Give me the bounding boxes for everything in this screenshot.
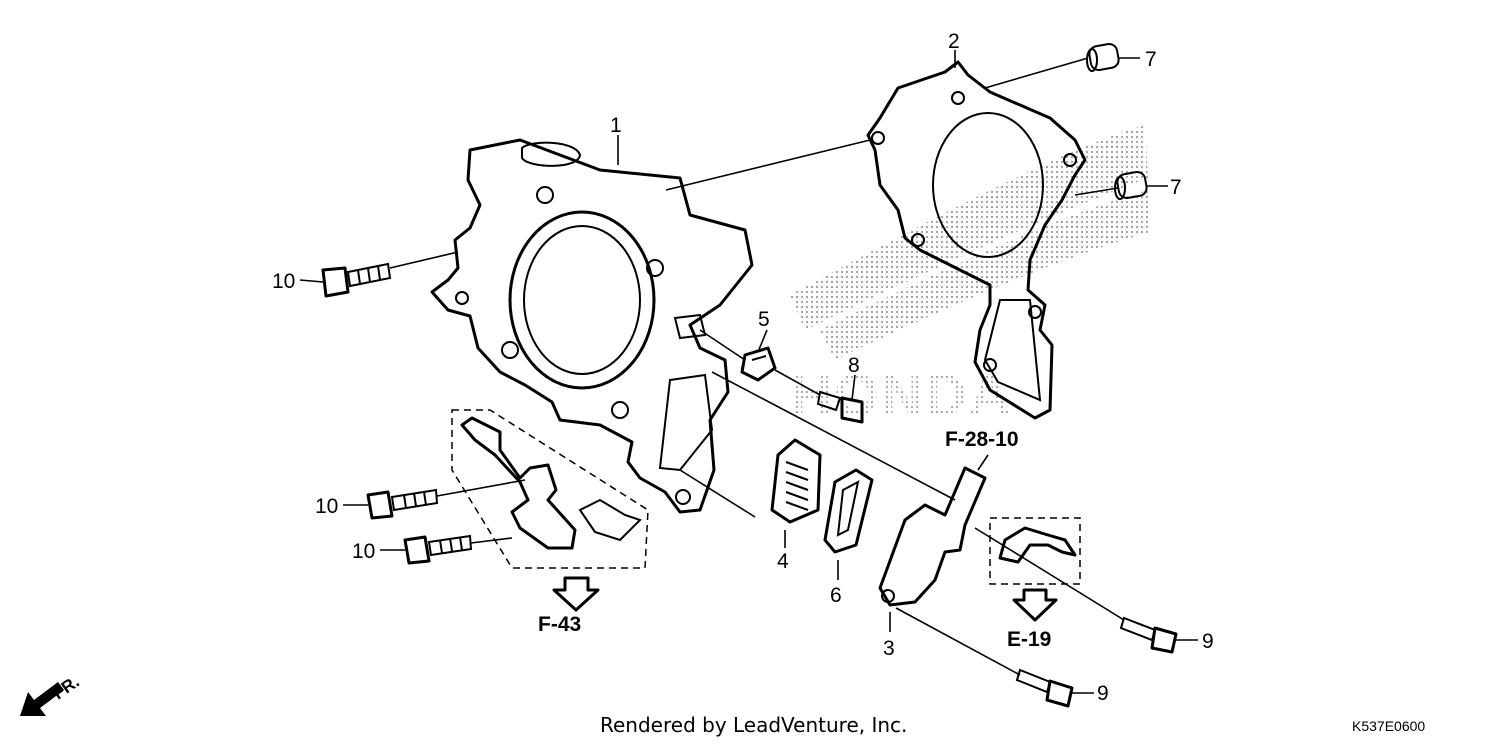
clip-part-5[interactable] bbox=[740, 346, 777, 382]
callout-7-upper[interactable]: 7 bbox=[1145, 48, 1157, 71]
arrow-down-e19 bbox=[1012, 588, 1058, 622]
bolt-part-8[interactable] bbox=[816, 390, 864, 424]
diagram-code: K537E0600 bbox=[1352, 718, 1425, 734]
bolt-10-upper[interactable] bbox=[321, 262, 392, 298]
callout-10-middle[interactable]: 10 bbox=[315, 495, 338, 518]
callout-5[interactable]: 5 bbox=[758, 308, 770, 331]
callout-7-lower[interactable]: 7 bbox=[1170, 176, 1182, 199]
reference-f28-10[interactable]: F-28-10 bbox=[945, 428, 1019, 451]
reed-valve-part-4[interactable] bbox=[770, 438, 822, 524]
callout-9-lower[interactable]: 9 bbox=[1097, 682, 1109, 705]
bolt-9-lower[interactable] bbox=[1015, 668, 1074, 708]
front-direction-indicator: FR. bbox=[20, 672, 83, 716]
callout-4[interactable]: 4 bbox=[777, 550, 789, 573]
callout-9-upper[interactable]: 9 bbox=[1202, 630, 1214, 653]
callout-10-lower[interactable]: 10 bbox=[352, 540, 375, 563]
callout-6[interactable]: 6 bbox=[830, 584, 842, 607]
dowel-pin-upper[interactable] bbox=[1086, 43, 1120, 72]
front-label: FR. bbox=[49, 672, 82, 703]
render-credit: Rendered by LeadVenture, Inc. bbox=[600, 713, 907, 737]
callout-8[interactable]: 8 bbox=[848, 354, 860, 377]
bolt-10-middle[interactable] bbox=[366, 488, 439, 520]
tensioner-bracket-group[interactable] bbox=[451, 409, 649, 569]
arrow-down-f43 bbox=[552, 576, 600, 612]
callout-10-upper[interactable]: 10 bbox=[272, 270, 295, 293]
reference-f43[interactable]: F-43 bbox=[538, 613, 581, 636]
honda-wing-watermark: HONDA bbox=[790, 125, 1150, 428]
clamp-group-e19[interactable] bbox=[989, 517, 1081, 585]
bolt-10-lower[interactable] bbox=[403, 534, 473, 565]
reference-e19[interactable]: E-19 bbox=[1007, 628, 1051, 651]
gasket-part-6[interactable] bbox=[823, 468, 874, 554]
cylinder-part[interactable] bbox=[430, 138, 754, 514]
cylinder-base-gasket[interactable] bbox=[866, 60, 1087, 420]
callout-2[interactable]: 2 bbox=[948, 30, 960, 53]
callout-3[interactable]: 3 bbox=[883, 637, 895, 660]
callout-1[interactable]: 1 bbox=[610, 114, 622, 137]
intake-pipe-part-3[interactable] bbox=[878, 466, 987, 607]
honda-watermark-text: HONDA bbox=[790, 363, 1013, 428]
bolt-9-upper[interactable] bbox=[1119, 616, 1178, 654]
leader-lines bbox=[299, 50, 1198, 694]
